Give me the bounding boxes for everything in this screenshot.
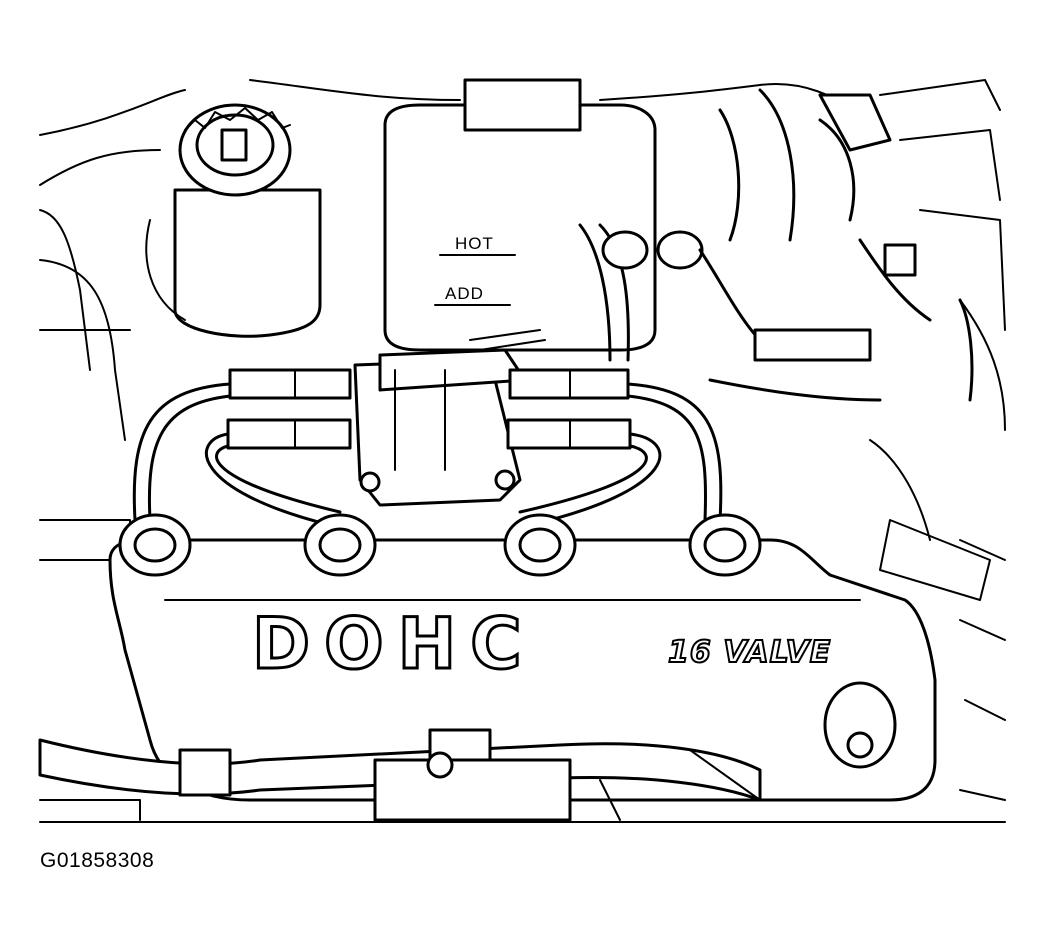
dohc-lettering: DOHC: [252, 603, 536, 685]
16-valve-lettering: 16 VALVE: [668, 635, 831, 670]
coolant-reservoir: HOT ADD: [383, 78, 657, 352]
hot-level-mark: HOT: [455, 234, 494, 253]
figure-id: G01858308: [40, 849, 155, 872]
hoses-right: [578, 88, 991, 601]
filler-cap: [145, 103, 322, 338]
coil-pack: [353, 329, 546, 507]
wiring-harness: [38, 728, 1006, 823]
add-level-mark: ADD: [445, 284, 484, 303]
spark-plug-wires: [132, 382, 723, 527]
plug-wire-boots: [226, 368, 632, 450]
valve-cover: DOHC 16 VALVE: [108, 513, 937, 802]
